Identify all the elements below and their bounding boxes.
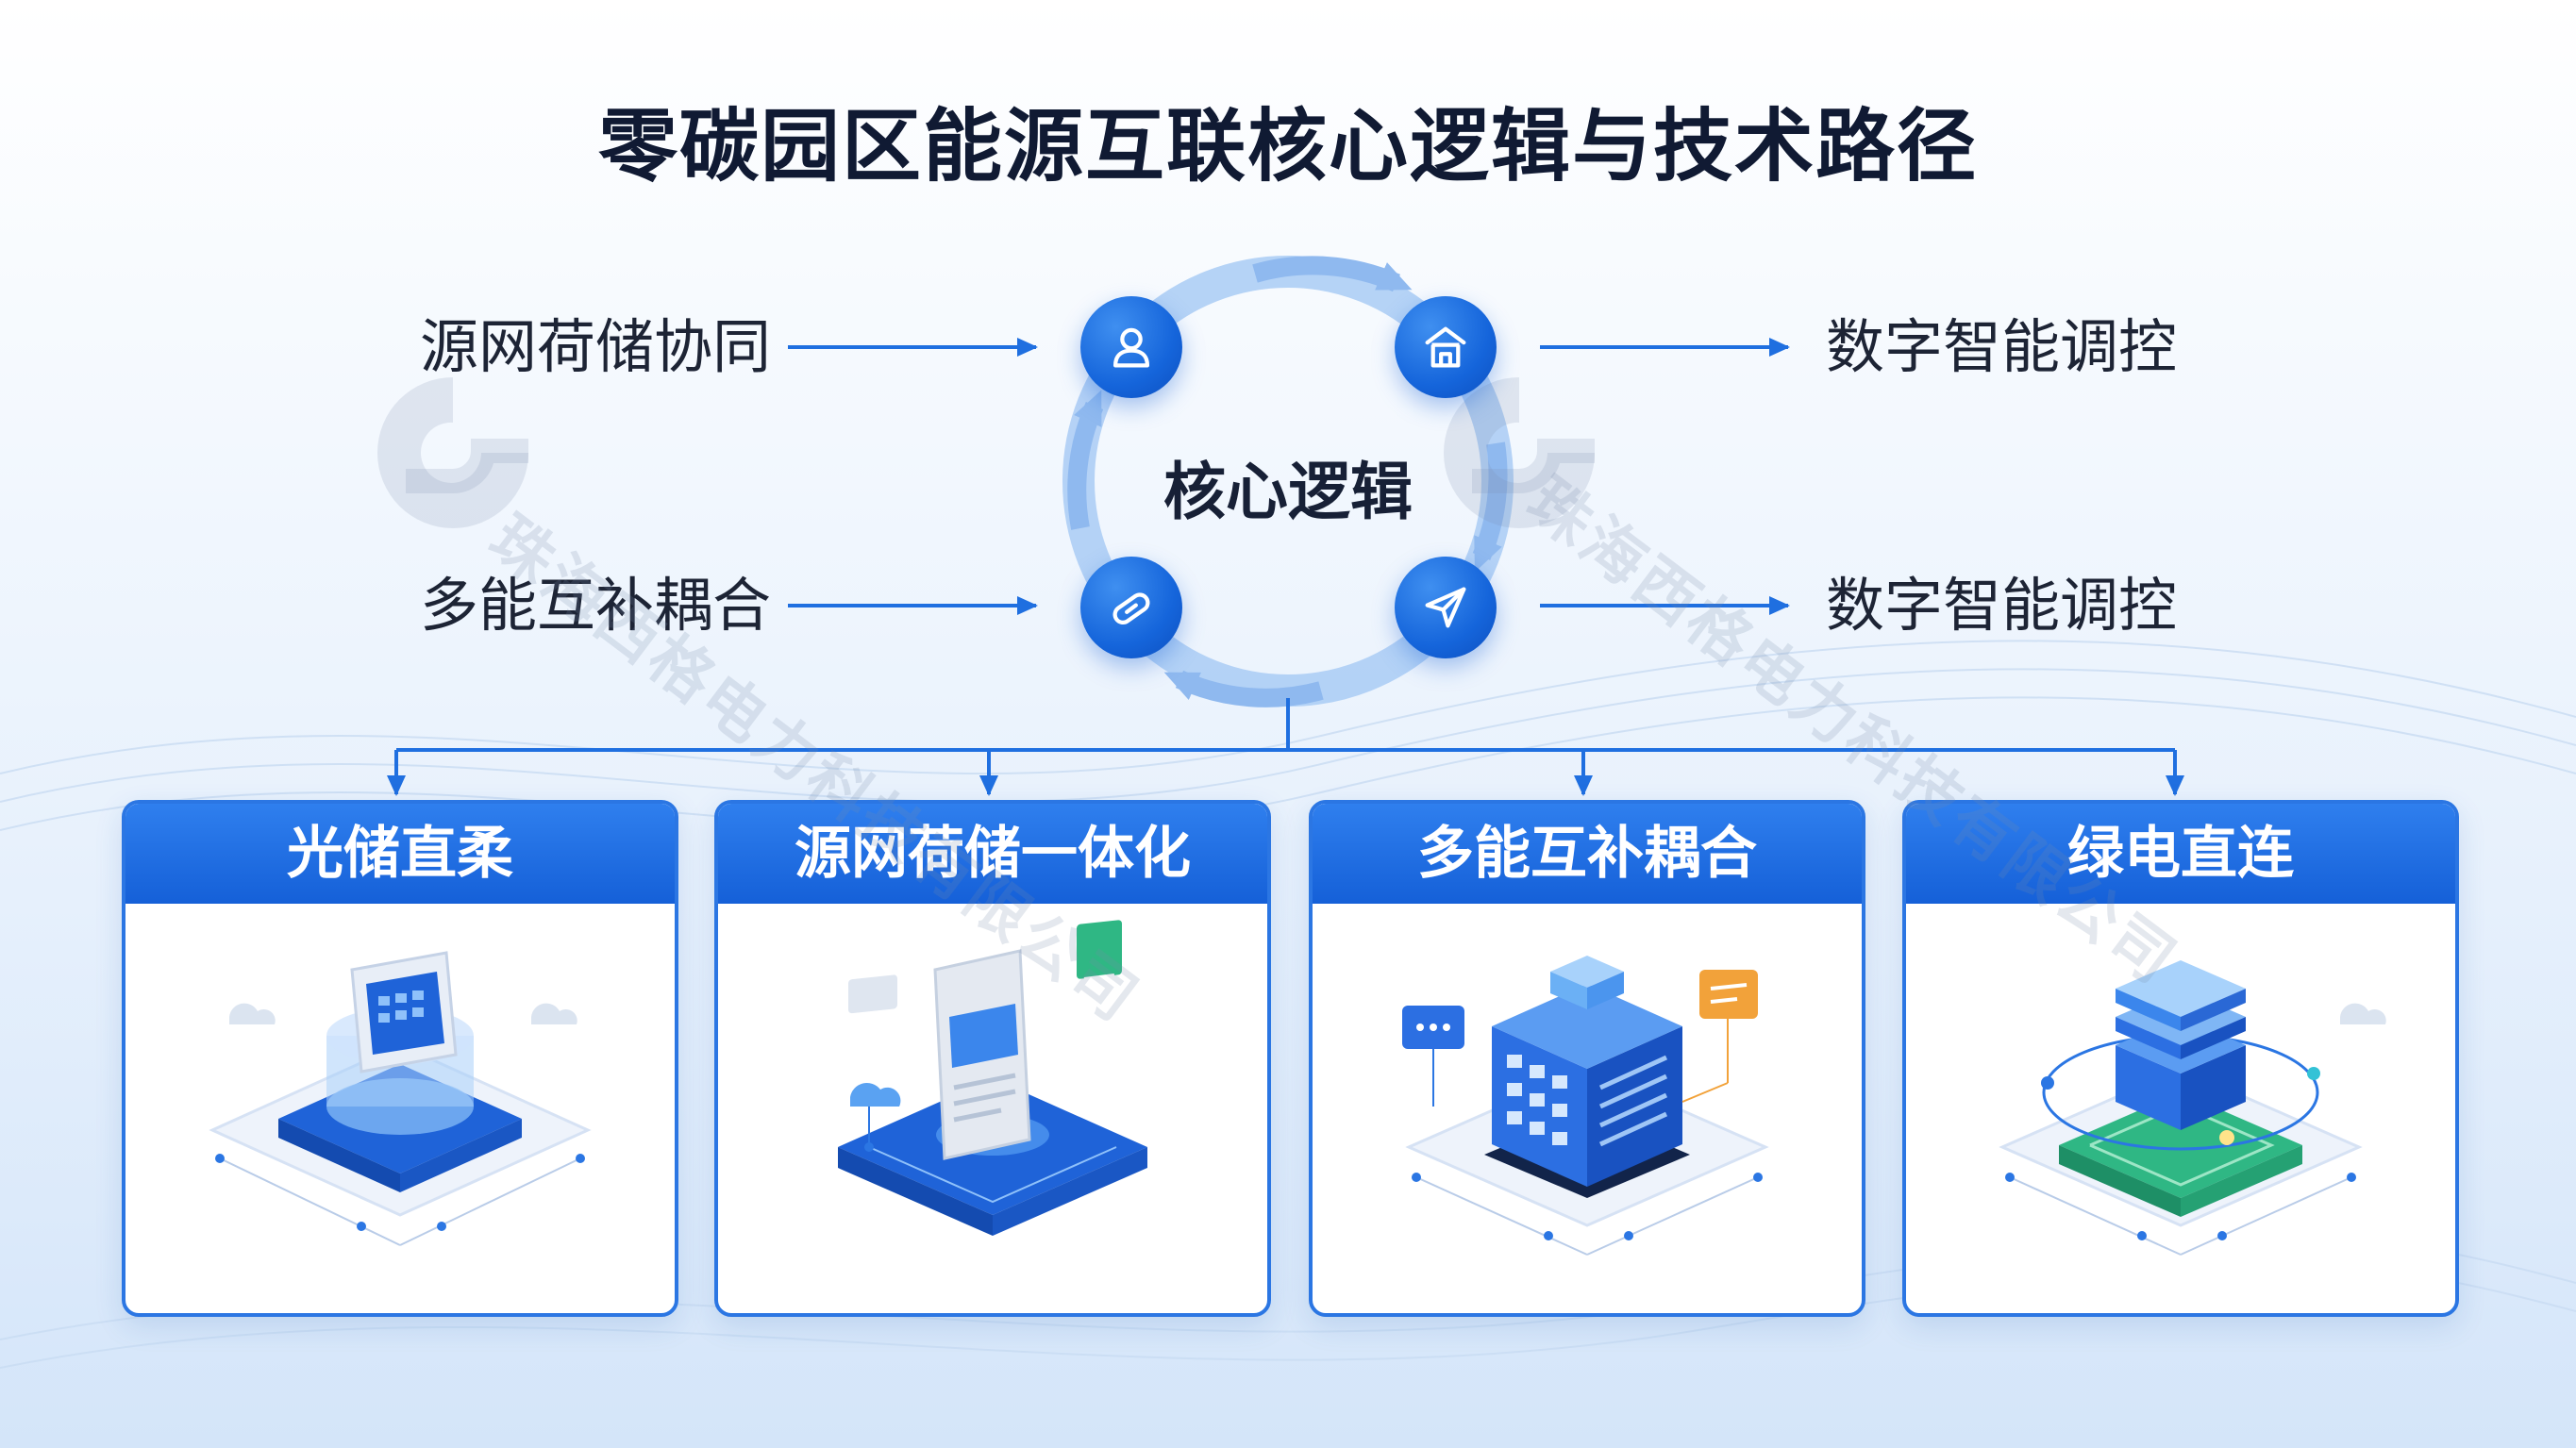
card-green-power: 绿电直连 bbox=[1902, 800, 2459, 1317]
ring-arrow-right bbox=[1472, 441, 1508, 573]
ring-arrow-bottom bbox=[1163, 670, 1324, 707]
core-node-home bbox=[1395, 296, 1497, 398]
ring-arrow-top bbox=[1252, 256, 1413, 292]
card-title: 多能互补耦合 bbox=[1313, 804, 1862, 904]
card-grid-load-storage: 源网荷储一体化 bbox=[714, 800, 1271, 1317]
watermark-logo-icon bbox=[377, 377, 528, 528]
core-node-send bbox=[1395, 557, 1497, 658]
user-icon bbox=[1112, 327, 1150, 368]
smart-building-illustration bbox=[1402, 956, 1769, 1256]
core-logic-label: 核心逻辑 bbox=[1163, 456, 1413, 528]
output-label-1: 数字智能调控 bbox=[1826, 312, 2178, 381]
output-label-2: 数字智能调控 bbox=[1826, 571, 2178, 640]
grid-load-storage-illustration bbox=[838, 920, 1147, 1236]
core-node-link bbox=[1080, 557, 1182, 658]
card-title: 绿电直连 bbox=[1906, 804, 2455, 904]
card-solar-storage: 光储直柔 bbox=[122, 800, 678, 1317]
energy-storage-illustration bbox=[209, 951, 592, 1246]
core-node-user bbox=[1080, 296, 1182, 398]
send-icon bbox=[1425, 587, 1466, 628]
page-title: 零碳园区能源互联核心逻辑与技术路径 bbox=[597, 100, 1978, 192]
input-label-2: 多能互补耦合 bbox=[420, 571, 772, 640]
input-label-1: 源网荷储协同 bbox=[420, 312, 772, 381]
card-title: 光储直柔 bbox=[125, 804, 675, 904]
watermark-logo-icon bbox=[1444, 377, 1595, 528]
green-power-illustration bbox=[1999, 960, 2386, 1256]
home-icon bbox=[1425, 326, 1466, 368]
ring-arrow-left bbox=[1067, 390, 1104, 530]
link-icon bbox=[1112, 592, 1150, 625]
card-title: 源网荷储一体化 bbox=[718, 804, 1267, 904]
branch-tree bbox=[387, 698, 2184, 796]
card-multi-energy: 多能互补耦合 bbox=[1309, 800, 1865, 1317]
